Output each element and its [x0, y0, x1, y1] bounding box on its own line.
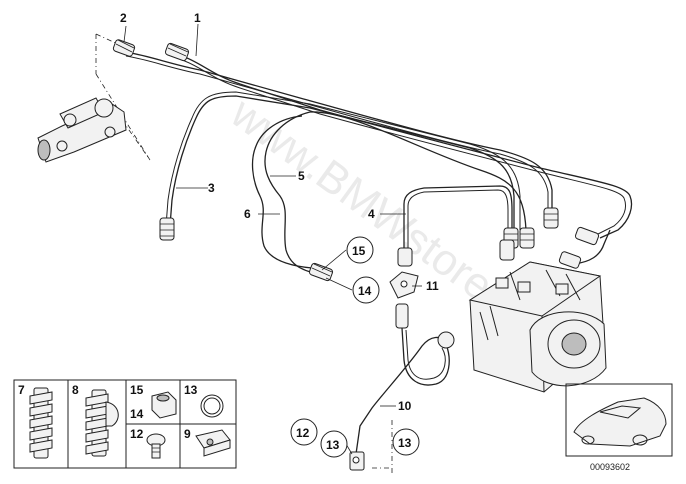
callout-15: 15 [352, 244, 366, 258]
callout-12: 12 [296, 426, 310, 440]
fittings [112, 39, 600, 282]
callout-10: 10 [398, 399, 412, 413]
seal-ring-icon [200, 394, 224, 418]
brake-pipe-bundle [125, 51, 633, 275]
callout-14-circle [352, 276, 380, 304]
brake-hose-10 [349, 303, 455, 471]
callout-13a-circle [320, 430, 348, 458]
callout-4: 4 [368, 207, 375, 221]
callout-13a: 13 [326, 438, 340, 452]
legend-7: 7 [18, 383, 25, 397]
callouts: 1 2 3 4 5 6 11 10 15 14 12 13 13 [120, 11, 439, 474]
vehicle-thumbnail [565, 383, 673, 457]
fitting-pipe-5-end [308, 262, 334, 282]
legend-8: 8 [72, 383, 79, 397]
legend-14: 14 [130, 407, 144, 421]
parts-legend: 7 8 15 14 13 12 9 [13, 379, 237, 469]
callout-6: 6 [244, 207, 251, 221]
fitting-2 [112, 39, 136, 57]
master-cylinder [37, 33, 151, 163]
legend-13: 13 [184, 383, 198, 397]
diagram-code: 00093602 [590, 462, 630, 472]
callout-14: 14 [358, 284, 372, 298]
bolt-icon [146, 433, 166, 459]
legend-9: 9 [184, 427, 191, 441]
clamp-icon [195, 429, 231, 457]
fitting-pipe-4 [397, 247, 413, 267]
pipe-clip-7-icon [29, 387, 53, 459]
abs-hydraulic-unit [468, 261, 607, 393]
bracket-11 [389, 271, 419, 299]
pipe-clip-8-icon [85, 389, 119, 457]
legend-15: 15 [130, 383, 144, 397]
callout-12-circle [290, 418, 318, 446]
callout-11: 11 [426, 279, 439, 293]
callout-15-circle [346, 236, 374, 264]
legend-12: 12 [130, 427, 144, 441]
fitting-1 [164, 42, 190, 62]
fitting-right [558, 226, 600, 269]
fittings-abs-inlets [499, 207, 559, 261]
callout-13b: 13 [398, 436, 412, 450]
callout-3: 3 [208, 181, 215, 195]
callout-5: 5 [298, 169, 305, 183]
callout-2: 2 [120, 11, 127, 25]
callout-1: 1 [194, 11, 201, 25]
fitting-3 [159, 217, 175, 241]
nut-icon [151, 391, 177, 419]
callout-13b-circle [392, 428, 420, 456]
